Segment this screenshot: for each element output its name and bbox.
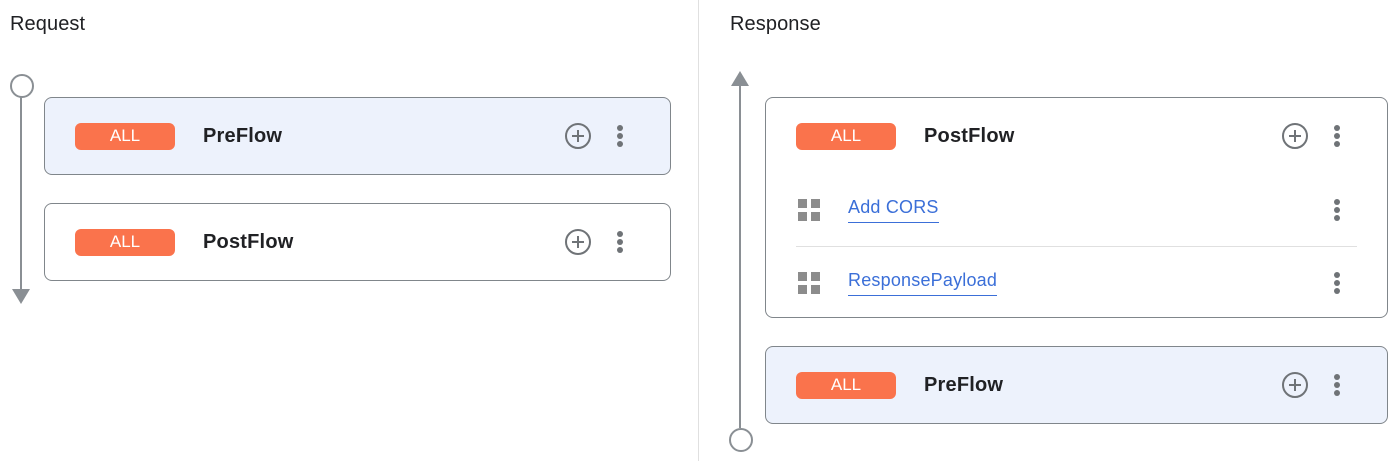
policy-link-add-cors[interactable]: Add CORS (848, 197, 939, 223)
request-postflow-header: ALL PostFlow (45, 204, 670, 280)
more-vert-icon (1334, 374, 1340, 396)
policy-row: Add CORS (766, 174, 1387, 246)
more-vert-icon (617, 125, 623, 147)
request-preflow-card[interactable]: ALL PreFlow (44, 97, 671, 175)
response-postflow-card[interactable]: ALL PostFlow Add CO (765, 97, 1388, 318)
add-policy-button[interactable] (564, 122, 592, 150)
more-options-button[interactable] (606, 228, 634, 256)
more-vert-icon (1334, 272, 1340, 294)
flow-name: PreFlow (924, 373, 1004, 396)
drag-indicator-icon (796, 270, 822, 296)
condition-badge: ALL (796, 122, 896, 150)
condition-badge: ALL (75, 122, 175, 150)
response-preflow-header: ALL PreFlow (766, 347, 1387, 423)
flow-name: PostFlow (924, 124, 1015, 147)
condition-badge: ALL (75, 228, 175, 256)
plus-circle-icon (1282, 372, 1308, 398)
plus-circle-icon (1282, 123, 1308, 149)
response-postflow-header: ALL PostFlow (766, 98, 1387, 174)
add-policy-button[interactable] (1281, 122, 1309, 150)
policy-more-options-button[interactable] (1323, 269, 1351, 297)
request-rail-arrow-down-icon (12, 289, 30, 304)
request-rail-line (20, 96, 22, 290)
plus-circle-icon (565, 123, 591, 149)
add-policy-button[interactable] (1281, 371, 1309, 399)
more-options-button[interactable] (1323, 371, 1351, 399)
panel-divider (698, 0, 699, 461)
response-rail-arrow-up-icon (731, 71, 749, 86)
more-vert-icon (1334, 199, 1340, 221)
request-postflow-card[interactable]: ALL PostFlow (44, 203, 671, 281)
request-preflow-header: ALL PreFlow (45, 98, 670, 174)
more-vert-icon (1334, 125, 1340, 147)
more-options-button[interactable] (606, 122, 634, 150)
add-policy-button[interactable] (564, 228, 592, 256)
response-preflow-card[interactable]: ALL PreFlow (765, 346, 1388, 424)
response-panel-title: Response (730, 13, 821, 35)
policy-more-options-button[interactable] (1323, 196, 1351, 224)
flow-name: PostFlow (203, 230, 294, 253)
request-rail-start-circle (10, 74, 34, 98)
response-rail-line (739, 85, 741, 428)
drag-indicator-icon (796, 197, 822, 223)
policy-link-responsepayload[interactable]: ResponsePayload (848, 270, 998, 296)
condition-badge: ALL (796, 371, 896, 399)
more-vert-icon (617, 231, 623, 253)
more-options-button[interactable] (1323, 122, 1351, 150)
policy-row-divider (796, 246, 1357, 247)
response-rail-end-circle (729, 428, 753, 452)
policy-row: ResponsePayload (766, 247, 1387, 319)
request-panel-title: Request (10, 13, 86, 35)
plus-circle-icon (565, 229, 591, 255)
flow-name: PreFlow (203, 124, 283, 147)
